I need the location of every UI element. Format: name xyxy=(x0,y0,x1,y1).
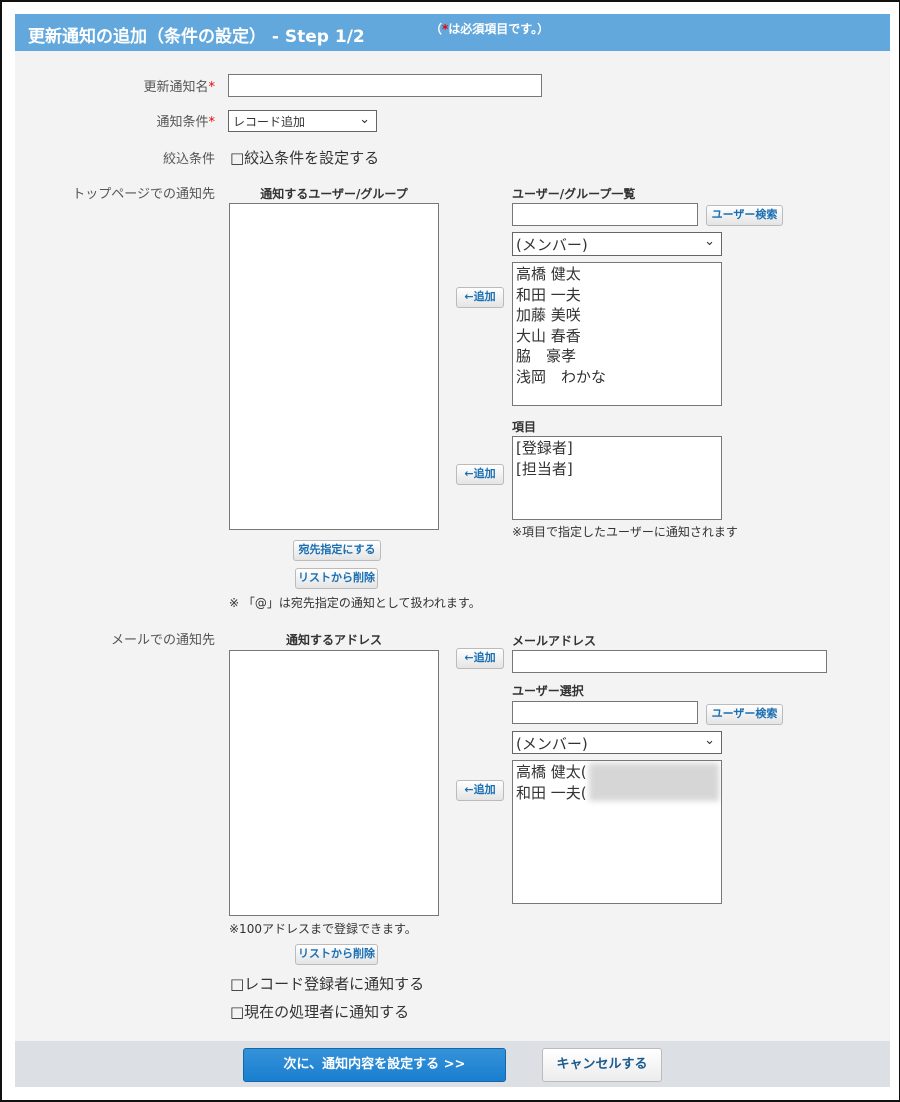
list-item[interactable]: [登録者] xyxy=(516,439,573,457)
filter-label: 絞込条件 xyxy=(162,152,215,167)
items-note: ※項目で指定したユーザーに通知されます xyxy=(512,525,738,539)
mail-selected-header: 通知するアドレス xyxy=(285,633,382,647)
add-user-button[interactable]: ←追加 xyxy=(456,287,504,308)
user-group-list-header: ユーザー/グループ一覧 xyxy=(512,187,636,201)
mail-group-select[interactable]: (メンバー)⌄ xyxy=(512,731,722,754)
user-select-header: ユーザー選択 xyxy=(512,684,584,698)
next-button[interactable]: 次に、通知内容を設定する >> xyxy=(243,1048,506,1082)
mail-user-search-input[interactable] xyxy=(512,701,698,724)
list-item[interactable]: [担当者] xyxy=(516,459,573,478)
mail-selected-listbox[interactable] xyxy=(229,650,439,916)
chevron-down-icon: ⌄ xyxy=(704,733,715,748)
condition-label: 通知条件* xyxy=(156,115,215,130)
mail-user-listbox[interactable]: 高橋 健太( 和田 一夫( xyxy=(512,760,722,904)
list-item[interactable]: 浅岡 わかな xyxy=(516,367,607,386)
add-mail-user-button[interactable]: ←追加 xyxy=(456,780,504,801)
top-selected-header: 通知するユーザー/グループ xyxy=(260,187,408,201)
mail-address-input[interactable] xyxy=(512,650,827,673)
group-select[interactable]: (メンバー)⌄ xyxy=(512,232,722,256)
items-listbox[interactable]: [登録者] [担当者] xyxy=(512,436,722,520)
filter-checkbox[interactable]: □絞込条件を設定する xyxy=(230,149,380,167)
top-recipients-label: トップページでの通知先 xyxy=(72,187,215,202)
top-selected-listbox[interactable] xyxy=(229,203,439,530)
mention-button[interactable]: 宛先指定にする xyxy=(293,540,381,561)
add-address-button[interactable]: ←追加 xyxy=(456,648,504,669)
add-item-button[interactable]: ←追加 xyxy=(456,464,504,485)
list-item[interactable]: 高橋 健太( xyxy=(516,763,587,781)
redacted-email xyxy=(589,763,719,801)
user-search-button[interactable]: ユーザー検索 xyxy=(706,205,783,226)
page-header: 更新通知の追加（条件の設定） - Step 1/2 （*は必須項目です。） xyxy=(15,14,890,51)
limit-note: ※100アドレスまで登録できます。 xyxy=(229,922,417,936)
condition-select[interactable]: レコード追加⌄ xyxy=(228,110,377,132)
mail-user-search-button[interactable]: ユーザー検索 xyxy=(706,704,783,725)
required-note: （*は必須項目です。） xyxy=(430,22,550,36)
list-item[interactable]: 脇 豪孝 xyxy=(516,347,577,365)
page-title: 更新通知の追加（条件の設定） - Step 1/2 xyxy=(28,27,365,47)
mail-remove-button[interactable]: リストから削除 xyxy=(295,944,378,965)
list-item[interactable]: 加藤 美咲 xyxy=(516,306,581,324)
chevron-down-icon: ⌄ xyxy=(359,112,370,127)
list-item[interactable]: 和田 一夫 xyxy=(516,285,581,304)
list-item[interactable]: 和田 一夫( xyxy=(516,783,587,802)
mail-address-header: メールアドレス xyxy=(512,634,597,648)
list-item[interactable]: 高橋 健太 xyxy=(516,265,581,283)
top-remove-button[interactable]: リストから削除 xyxy=(295,568,378,589)
mail-recipients-label: メールでの通知先 xyxy=(110,633,215,648)
list-item[interactable]: 大山 春香 xyxy=(516,326,581,345)
items-header: 項目 xyxy=(512,420,537,434)
user-listbox[interactable]: 高橋 健太 和田 一夫 加藤 美咲 大山 春香 脇 豪孝 浅岡 わかな xyxy=(512,262,722,406)
user-search-input[interactable] xyxy=(512,203,698,226)
name-input[interactable] xyxy=(228,74,542,97)
cancel-button[interactable]: キャンセルする xyxy=(542,1048,662,1082)
mention-note: ※ 「@」は宛先指定の通知として扱われます。 xyxy=(229,596,481,610)
notify-registrant-checkbox[interactable]: □レコード登録者に通知する xyxy=(230,975,425,993)
notify-assignee-checkbox[interactable]: □現在の処理者に通知する xyxy=(230,1003,410,1021)
name-label: 更新通知名* xyxy=(143,80,215,95)
chevron-down-icon: ⌄ xyxy=(704,234,715,249)
